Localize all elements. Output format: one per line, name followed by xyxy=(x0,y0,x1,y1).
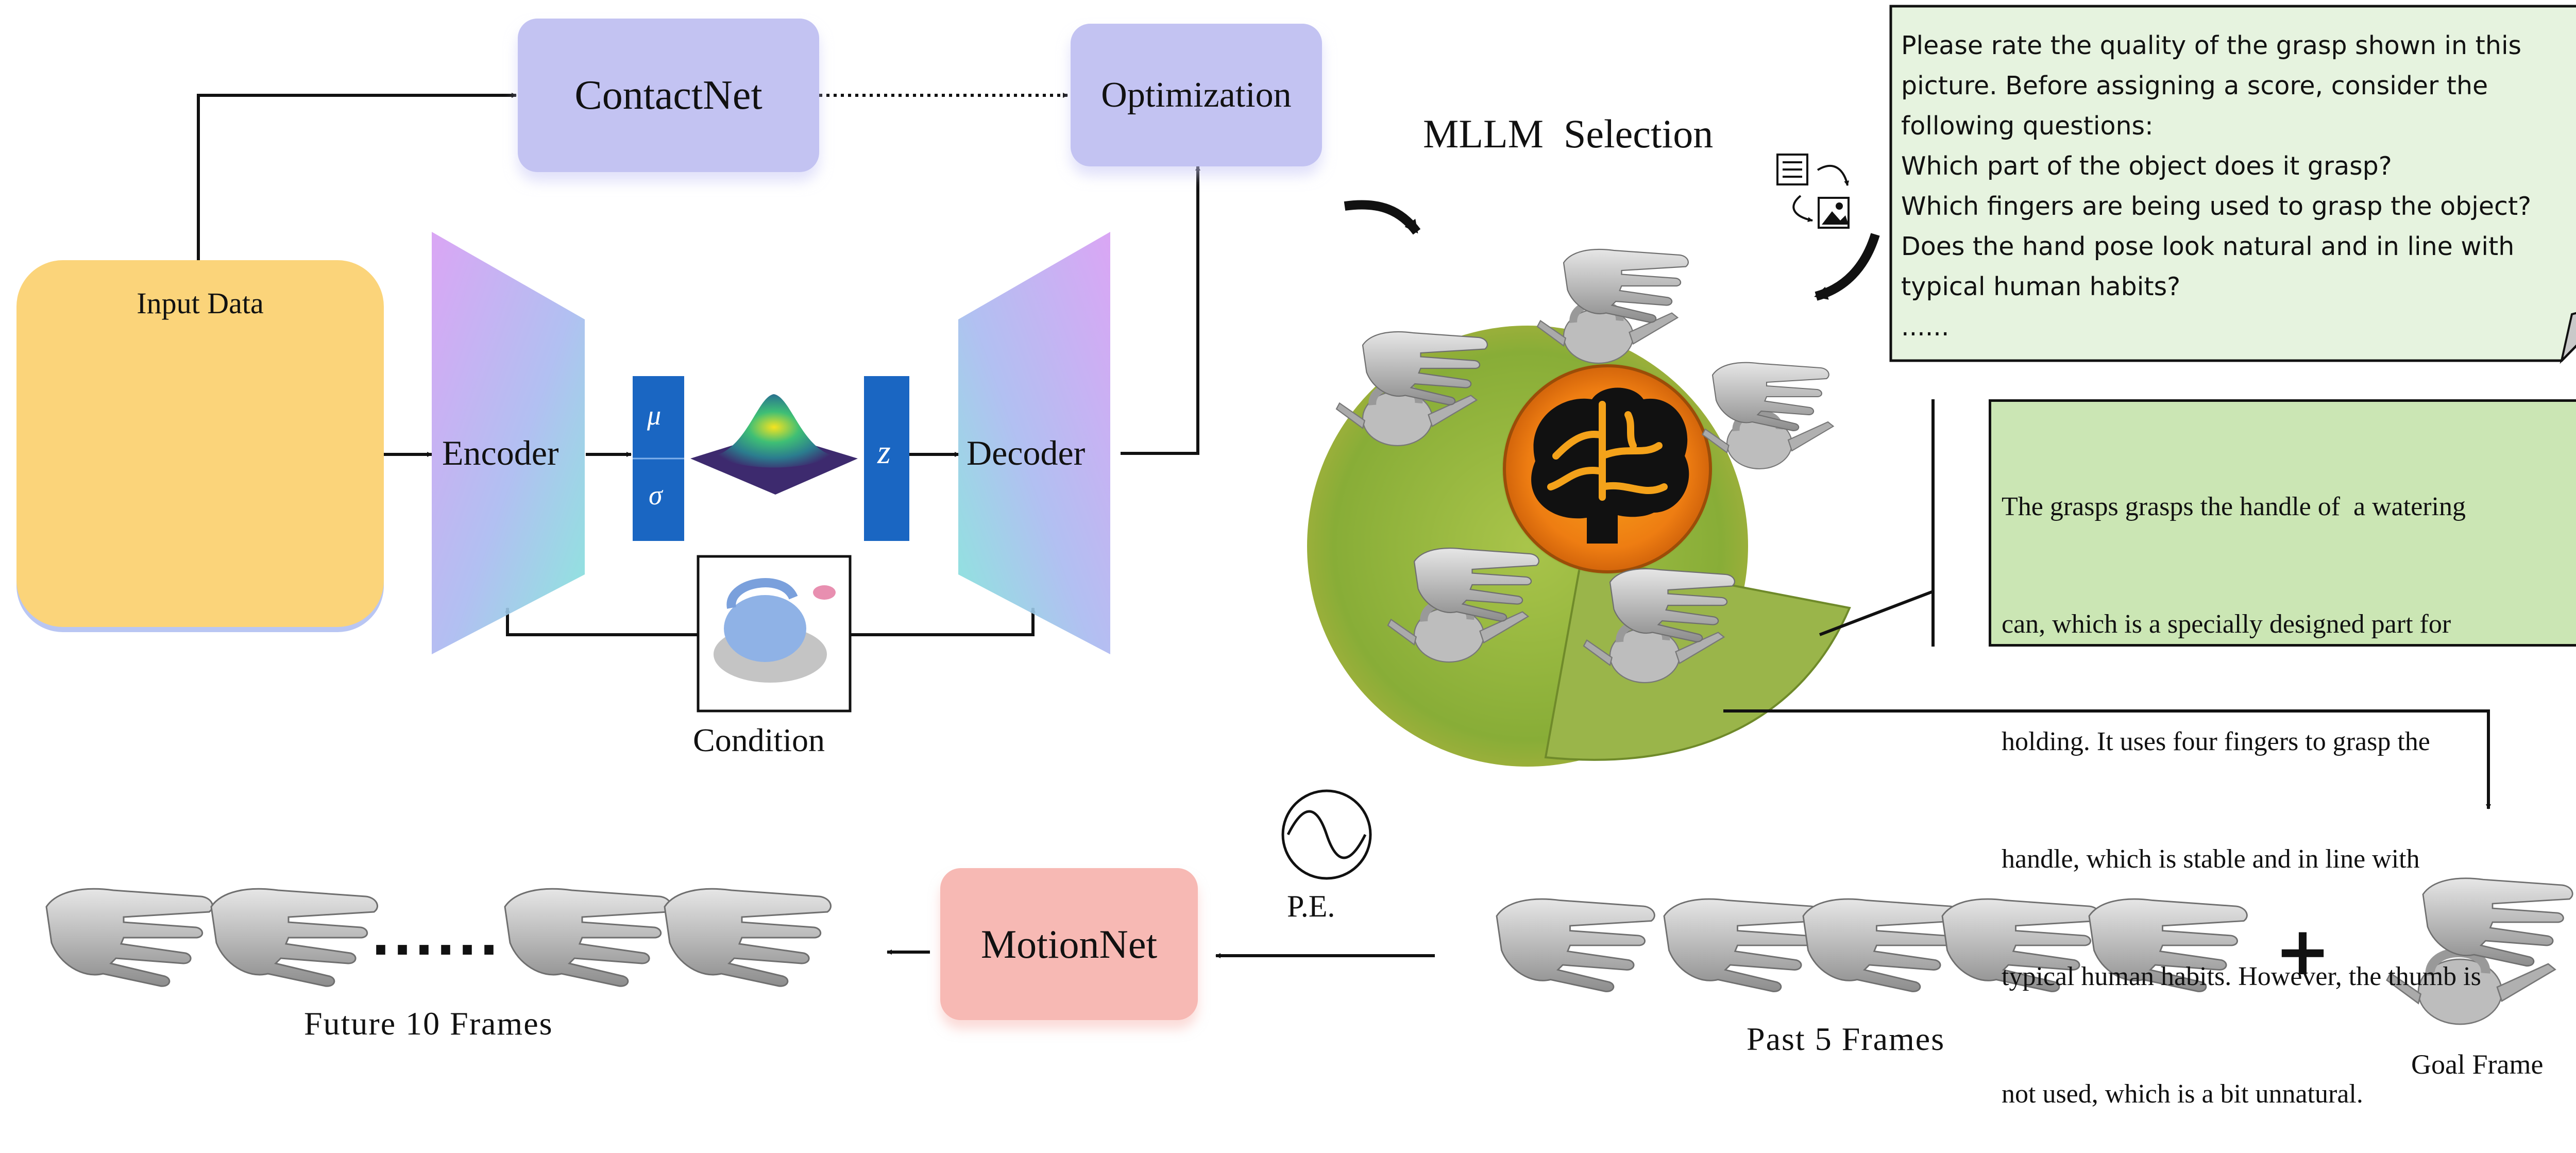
plus-sign: + xyxy=(2275,912,2331,990)
response-line: holding. It uses four fingers to grasp t… xyxy=(2002,727,2430,756)
prompt-line: Which part of the object does it grasp? xyxy=(1901,151,2392,181)
z-label: z xyxy=(877,433,891,471)
future-dots: ...... xyxy=(371,907,501,967)
mu-label: μ xyxy=(647,400,662,431)
curved-arrow-left xyxy=(1344,200,1421,235)
decoder-shape xyxy=(958,232,1110,654)
diagram-canvas xyxy=(45,5,2576,1119)
response-line: typical human habits. However, the thumb… xyxy=(2002,962,2481,991)
optimization-box: Optimization xyxy=(1071,24,1322,166)
wedge-to-response-line xyxy=(1819,590,1934,636)
motionnet-label: MotionNet xyxy=(980,921,1158,967)
prompt-text: Please rate the quality of the grasp sho… xyxy=(1901,26,2576,347)
sigma-label: σ xyxy=(649,480,663,511)
contactnet-box: ContactNet xyxy=(518,19,819,172)
goal-frame-label: Goal Frame xyxy=(2411,1049,2544,1080)
prompt-note xyxy=(1889,5,2576,364)
positional-encoding-icon xyxy=(1281,789,1372,880)
response-line: can, which is a specially designed part … xyxy=(2002,609,2451,639)
encoder-shape xyxy=(432,232,585,654)
selection-to-goal-arrow xyxy=(1723,709,2491,809)
prompt-line: Which fingers are being used to grasp th… xyxy=(1901,192,2532,221)
pe-label: P.E. xyxy=(1287,889,1335,923)
condition-to-encoder-arrow xyxy=(505,607,698,636)
encoder-label: Encoder xyxy=(442,433,559,472)
response-line: handle, which is stable and in line with xyxy=(2002,844,2420,874)
optimization-label: Optimization xyxy=(1101,75,1292,115)
prompt-line: Does the hand pose look natural and in l… xyxy=(1901,232,2515,261)
document-icon xyxy=(1776,154,1808,185)
prompt-line: ...... xyxy=(1901,312,1950,342)
top-arrows xyxy=(197,93,1200,636)
cycle-arrows-icon xyxy=(1792,164,1850,223)
input-data-label: Input Data xyxy=(137,286,264,320)
past-frames-label: Past 5 Frames xyxy=(1747,1021,1945,1057)
condition-pointcloud-image xyxy=(714,578,836,683)
prompt-line: typical human habits? xyxy=(1901,272,2181,301)
condition-label: Condition xyxy=(693,722,825,758)
contactnet-label: ContactNet xyxy=(574,72,762,118)
input-data-box: Input Data xyxy=(16,260,384,627)
z-bar xyxy=(864,376,909,541)
curved-arrow-right xyxy=(1814,233,1880,301)
input-to-contactnet-arrow xyxy=(197,93,517,260)
motionnet-box: MotionNet xyxy=(940,868,1198,1020)
condition-to-decoder-arrow xyxy=(850,607,1036,636)
image-icon xyxy=(1818,197,1850,229)
decoder-label: Decoder xyxy=(967,433,1086,472)
brain-icon xyxy=(1531,387,1689,544)
mllm-selection-title: MLLM Selection xyxy=(1423,111,1714,156)
response-line: The grasps grasps the handle of a wateri… xyxy=(2002,492,2466,521)
prompt-line: Please rate the quality of the grasp sho… xyxy=(1901,31,2522,60)
gaussian-surface xyxy=(690,394,858,495)
response-box: The grasps grasps the handle of a wateri… xyxy=(1989,399,2576,1109)
decoder-to-optimization-arrow xyxy=(1121,165,1200,455)
response-line: not used, which is a bit unnatural. xyxy=(2002,1079,2363,1109)
prompt-line: following questions: xyxy=(1901,111,2154,141)
prompt-line: picture. Before assigning a score, consi… xyxy=(1901,71,2488,100)
future-frames-label: Future 10 Frames xyxy=(304,1005,553,1042)
